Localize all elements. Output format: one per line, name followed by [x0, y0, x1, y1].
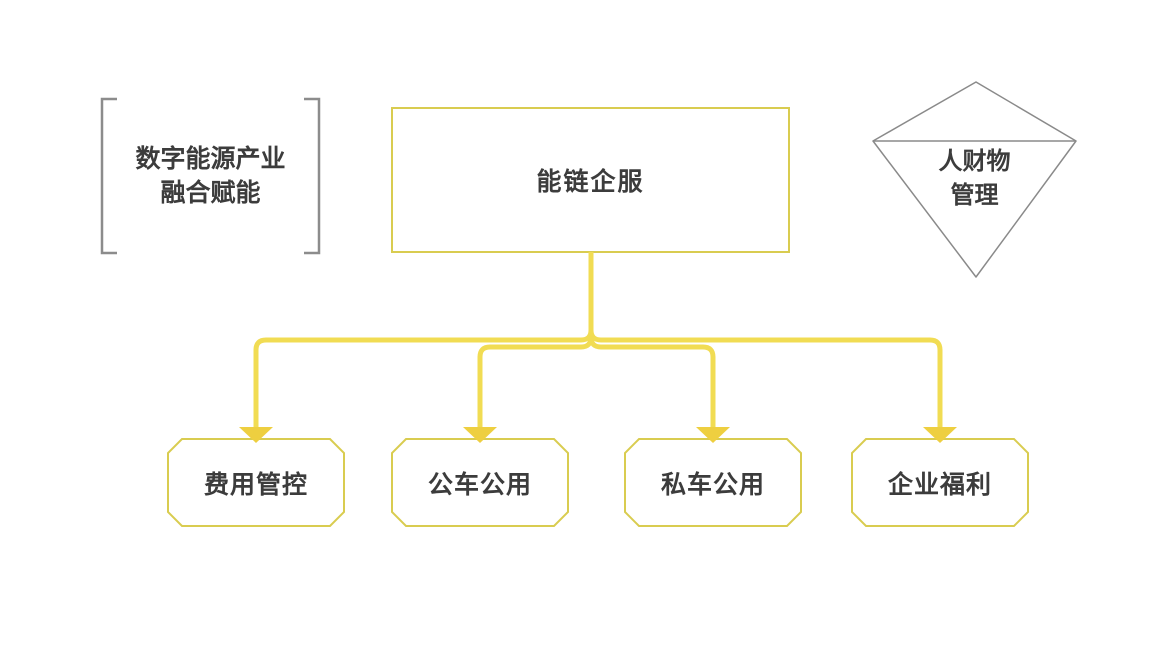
- child-node-box: [624, 438, 802, 527]
- root-node-box: [391, 107, 790, 253]
- connector-line: [588, 252, 716, 429]
- child-node-label: 公车公用: [392, 439, 568, 526]
- child-node-label: 企业福利: [852, 439, 1028, 526]
- arrow-down-icon: [696, 427, 730, 443]
- side-annotation-label: 数字能源产业 融合赋能: [102, 99, 319, 253]
- child-node-box: [391, 438, 569, 527]
- child-node-box: [167, 438, 345, 527]
- diamond-label: 人财物 管理: [873, 146, 1076, 212]
- root-node-text: 能链企服: [536, 168, 645, 196]
- connector-line: [253, 252, 594, 429]
- connector-line: [588, 252, 943, 429]
- diamond-line2: 管理: [950, 182, 999, 209]
- root-node-label: 能链企服: [392, 108, 789, 252]
- diamond-shape: [872, 81, 1077, 278]
- side-annotation-line2: 融合赋能: [160, 179, 261, 207]
- side-annotation-line1: 数字能源产业: [135, 145, 286, 173]
- arrow-down-icon: [463, 427, 497, 443]
- right-bracket-shape: [304, 97, 321, 255]
- child-node-label: 私车公用: [625, 439, 801, 526]
- arrow-down-icon: [239, 427, 273, 443]
- child-node-text: 私车公用: [660, 470, 765, 499]
- left-bracket-shape: [100, 97, 117, 255]
- child-node-label: 费用管控: [168, 439, 344, 526]
- diamond-line1: 人财物: [938, 148, 1011, 175]
- arrow-down-icon: [923, 427, 957, 443]
- child-node-text: 公车公用: [427, 470, 532, 499]
- child-node-box: [851, 438, 1029, 527]
- child-node-text: 企业福利: [887, 470, 992, 499]
- child-node-text: 费用管控: [203, 470, 308, 499]
